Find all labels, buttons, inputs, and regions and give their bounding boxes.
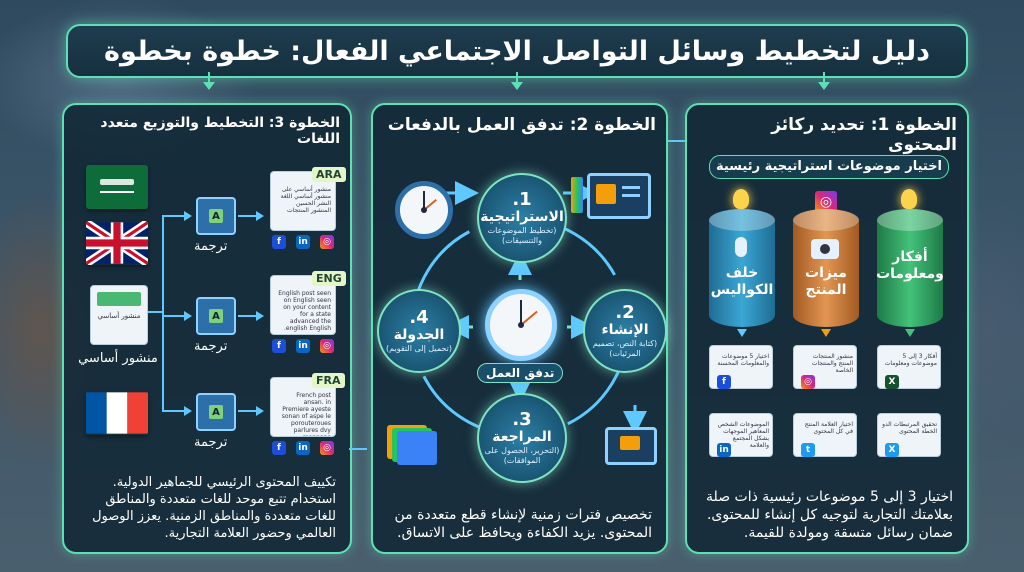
step1-title: الخطوة 1: تحديد ركائز المحتوى: [771, 115, 957, 155]
panel-connector: [666, 140, 686, 142]
saudi-flag-icon: [86, 165, 148, 209]
translate-label: ترجمة: [194, 239, 228, 254]
translate-line: [238, 215, 258, 217]
lightbulb-icon: [901, 189, 917, 209]
instagram-icon: ◎: [815, 191, 837, 213]
node-review: 3. المراجعة (التحرير، الحصول على الموافق…: [477, 393, 567, 483]
translate-line: [238, 410, 258, 412]
translate-label: ترجمة: [194, 339, 228, 354]
instagram-icon: ◎: [801, 375, 815, 389]
calendar-monitor-icon: [605, 427, 657, 465]
pillar-label: أفكار ومعلومات: [876, 249, 944, 282]
linkedin-icon: in: [296, 235, 310, 249]
master-post-label: منشور أساسي: [78, 351, 158, 366]
master-post-card: منشور أساسي: [90, 285, 148, 345]
linkedin-icon: in: [717, 443, 731, 457]
step3-panel: الخطوة 3: التخطيط والتوزيع متعدد اللغات …: [62, 103, 352, 554]
step1-panel: الخطوة 1: تحديد ركائز المحتوى اختيار موض…: [685, 103, 969, 554]
language-code-eng: ENG: [312, 271, 346, 286]
language-post-eng: English post seen on English seen on you…: [270, 275, 336, 335]
branch-arrow-top: [184, 211, 192, 221]
instagram-icon: ◎: [320, 339, 334, 353]
france-flag-icon: [86, 392, 148, 434]
arrow-down-icon: [737, 329, 747, 337]
twitter-icon: t: [801, 443, 815, 457]
node-scheduling: 4. الجدولة (تحميل إلى التقويم): [377, 289, 461, 373]
arrow-to-step2: [511, 72, 523, 90]
language-code-ara: ARA: [312, 167, 346, 182]
content-card: منشور المنتجات المنتج والمنتجات الخاصة: [793, 345, 857, 389]
lightbulb-icon: [733, 189, 749, 209]
page-title: دليل لتخطيط وسائل التواصل الاجتماعي الفع…: [66, 24, 968, 78]
translate-arrow: [256, 211, 264, 221]
arrow-down-icon: [905, 329, 915, 337]
step2-panel: الخطوة 2: تدفق العمل بالدفعات 1. الاسترا…: [371, 103, 668, 554]
translate-icon: A: [196, 297, 236, 335]
pillar-behind-scenes: [709, 209, 775, 327]
step2-description: تخصيص فترات زمنية لإنشاء قطع متعددة من ا…: [394, 507, 652, 541]
x-icon: X: [885, 443, 899, 457]
center-stopwatch-icon: [485, 289, 557, 361]
translate-arrow: [256, 406, 264, 416]
facebook-icon: f: [272, 235, 286, 249]
camera-icon: [811, 239, 839, 259]
branch-line-middle: [162, 315, 186, 317]
arrow-to-step3: [203, 72, 215, 90]
branch-arrow-middle: [184, 311, 192, 321]
uk-flag-icon: [86, 221, 148, 265]
node-creation: 2. الإنشاء (كتابة النص، تصميم المرئيات): [583, 289, 667, 373]
microphone-icon: [735, 237, 747, 257]
pillar-label: خلف الكواليس: [710, 265, 774, 298]
arrow-to-step1: [818, 72, 830, 90]
panel-connector: [349, 448, 367, 450]
pillar-product-features: [793, 209, 859, 327]
branch-arrow-bottom: [184, 406, 192, 416]
instagram-icon: ◎: [320, 441, 334, 455]
translate-line: [238, 315, 258, 317]
translate-icon: A: [196, 197, 236, 235]
x-icon: X: [885, 375, 899, 389]
language-code-fra: FRA: [312, 373, 345, 388]
facebook-icon: f: [272, 339, 286, 353]
language-post-fra: French post ansan. in Premiere ayeste so…: [270, 377, 336, 437]
facebook-icon: f: [272, 441, 286, 455]
folders-icon: [571, 177, 583, 213]
facebook-icon: f: [717, 375, 731, 389]
step3-description: تكييف المحتوى الرئيسي للجماهير الدولية. …: [92, 475, 336, 541]
arrow-down-icon: [821, 329, 831, 337]
pillar-ideas-insights: [877, 209, 943, 327]
workflow-center-label: تدفق العمل: [477, 363, 564, 383]
branch-line-bottom: [162, 410, 186, 412]
step1-description: اختيار 3 إلى 5 موضوعات رئيسية ذات صلة بع…: [706, 489, 953, 541]
linkedin-icon: in: [296, 441, 310, 455]
monitor-icon: [587, 173, 651, 219]
stopwatch-icon: [395, 181, 453, 239]
content-card: اختيار 5 موضوعات والمعلومات المحسنة: [709, 345, 773, 389]
step2-title: الخطوة 2: تدفق العمل بالدفعات: [387, 115, 656, 135]
step3-title: الخطوة 3: التخطيط والتوزيع متعدد اللغات: [100, 115, 340, 147]
linkedin-icon: in: [296, 339, 310, 353]
master-post-text: منشور أساسي: [97, 312, 141, 320]
folders-stack-icon: [387, 425, 437, 465]
node-strategy: 1. الاستراتيجية (تخطيط الموضوعات والتنسي…: [477, 173, 567, 263]
translate-icon: A: [196, 393, 236, 431]
instagram-icon: ◎: [320, 235, 334, 249]
translate-label: ترجمة: [194, 435, 228, 450]
branch-line-mid: [148, 311, 164, 313]
translate-arrow: [256, 311, 264, 321]
branch-line-top: [162, 215, 186, 217]
pillar-label: ميزات المنتج: [805, 265, 847, 298]
step1-subheading: اختيار موضوعات استراتيجية رئيسية: [709, 155, 949, 179]
